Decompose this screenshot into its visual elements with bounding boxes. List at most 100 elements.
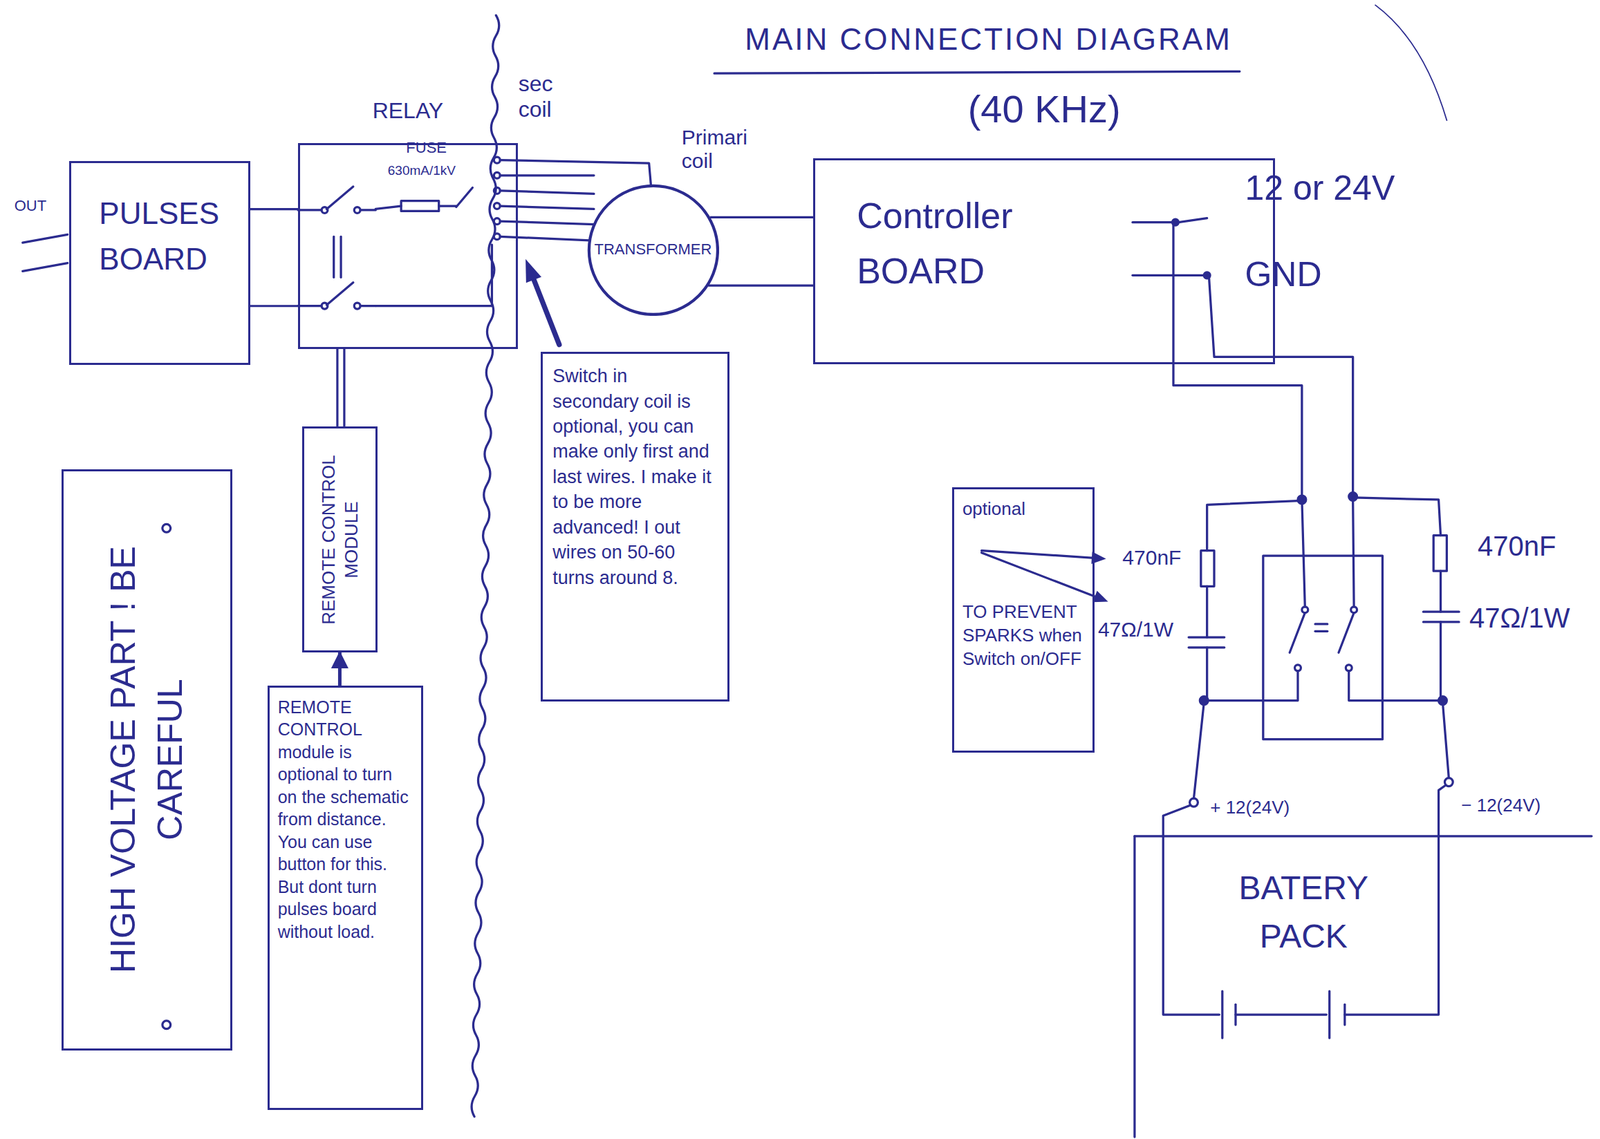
snubber-circuit [1188, 636, 1225, 639]
value-label: 47Ω/1W [1098, 618, 1174, 643]
warning-dots [162, 1021, 171, 1030]
node-text: BATERY PACK [1213, 864, 1394, 961]
diagram-title: MAIN CONNECTION DIAGRAM [744, 22, 1233, 58]
power-terminals [1209, 278, 1354, 498]
title-underline [714, 71, 1240, 74]
power-switch [1353, 499, 1354, 608]
note-box: REMOTE CONTROL module is optional to tur… [267, 685, 424, 1111]
remote-control-module: REMOTE CONTROL MODULE [302, 426, 378, 654]
secondary-coil [499, 236, 594, 241]
relay-contacts [360, 208, 376, 211]
power-switch [1263, 555, 1383, 740]
snubber-circuit [1433, 535, 1447, 572]
fuse-symbol [439, 204, 457, 207]
leader-arrow [533, 279, 560, 345]
secondary-coil [499, 221, 594, 225]
relay-contacts [298, 304, 322, 308]
scribble [1375, 4, 1447, 121]
relay-contacts [326, 186, 353, 209]
tap-switch [456, 187, 473, 207]
coil-label: sec coil [518, 71, 590, 123]
node-text: REMOTE CONTROL MODULE [317, 434, 363, 646]
leader-arrow [525, 259, 542, 284]
node-text: TO PREVENT SPARKS when Switch on/OFF [962, 600, 1085, 671]
title-underline [714, 71, 1240, 74]
wire [708, 284, 814, 287]
leader-arrow [525, 259, 1108, 603]
power-terminals [1178, 218, 1207, 223]
battery-wiring [1235, 1013, 1327, 1016]
output-wires [22, 234, 68, 243]
wire [250, 208, 299, 211]
controller-board: (40 KHz)Controller BOARD [813, 158, 1276, 365]
relay-contacts [298, 186, 376, 310]
rating-label: 630mA/1kV [387, 163, 456, 179]
voltage-label: 12 or 24V [1244, 168, 1395, 209]
battery-wiring [1193, 703, 1204, 800]
relay-contacts [326, 282, 353, 305]
node-text: TRANSFORMER [594, 240, 713, 259]
output-wires [22, 263, 68, 272]
wire [710, 216, 814, 219]
power-switch [1338, 613, 1354, 654]
heading-label: RELAY [161, 98, 655, 124]
power-switch [1289, 613, 1305, 654]
heading-label: (40 KHz) [676, 87, 1412, 132]
leader-arrow [1092, 591, 1108, 603]
node-text: optional [962, 497, 1085, 522]
tap-switch [456, 187, 473, 207]
isolation-divider [471, 15, 500, 1117]
value-label: 47Ω/1W [1469, 602, 1571, 635]
note-box: optional TO PREVENT SPARKS when Switch on… [952, 487, 1096, 753]
note-box: Switch in secondary coil is optional, yo… [540, 351, 730, 702]
secondary-coil [375, 244, 492, 307]
fuse-symbol [401, 201, 440, 212]
output-wires [22, 234, 68, 272]
isolation-divider [471, 15, 500, 1117]
secondary-coil [499, 174, 594, 177]
power-switch [1315, 630, 1328, 633]
secondary-coil [499, 206, 594, 209]
power-switch [1301, 499, 1305, 608]
snubber-circuit [1439, 622, 1442, 702]
power-terminals [1132, 274, 1204, 277]
leader-arrow [981, 553, 1096, 597]
value-label: 470nF [1477, 530, 1556, 563]
scribble [1375, 4, 1447, 121]
relay-contacts [332, 236, 335, 278]
node-text: Controller BOARD [856, 188, 1078, 300]
warning-dots [162, 524, 171, 533]
pulses-board: PULSES BOARD [69, 161, 250, 366]
fuse-symbol [375, 201, 457, 212]
pin-label: GND [1244, 255, 1322, 296]
transformer-circle: TRANSFORMER [587, 183, 720, 317]
transformer-outline [588, 185, 718, 315]
battery-pack: BATERY PACK [1158, 836, 1450, 1021]
battery-wiring [1221, 991, 1224, 1039]
relay-contacts [298, 208, 322, 211]
snubber-circuit [1205, 586, 1208, 638]
node-text: HIGH VOLTAGE PART ! BE CAREFUL [100, 477, 194, 1043]
node-text: PULSES BOARD [98, 190, 234, 283]
part-label: FUSE [405, 138, 447, 157]
secondary-coil [499, 160, 651, 187]
snubber-circuit [1422, 611, 1459, 614]
battery-wiring [1442, 703, 1449, 779]
arrow [338, 652, 342, 686]
snubber-circuit [1205, 647, 1208, 702]
battery-wiring [1134, 703, 1592, 1139]
snubber-circuit [1201, 551, 1215, 588]
power-terminals [1132, 218, 1354, 500]
secondary-coil [499, 190, 594, 194]
wire [337, 349, 345, 427]
power-switch [1207, 671, 1298, 702]
snubber-circuit [1439, 571, 1442, 612]
power-switch [1315, 622, 1328, 626]
battery-wiring [1189, 798, 1199, 807]
battery-wiring [1133, 836, 1136, 1138]
value-label: 470nF [1122, 546, 1181, 571]
coil-label: Primari coil [681, 125, 785, 174]
node-text: REMOTE CONTROL module is optional to tur… [277, 696, 414, 944]
snubber-circuit [1207, 500, 1302, 551]
port-label: OUT [14, 197, 47, 215]
